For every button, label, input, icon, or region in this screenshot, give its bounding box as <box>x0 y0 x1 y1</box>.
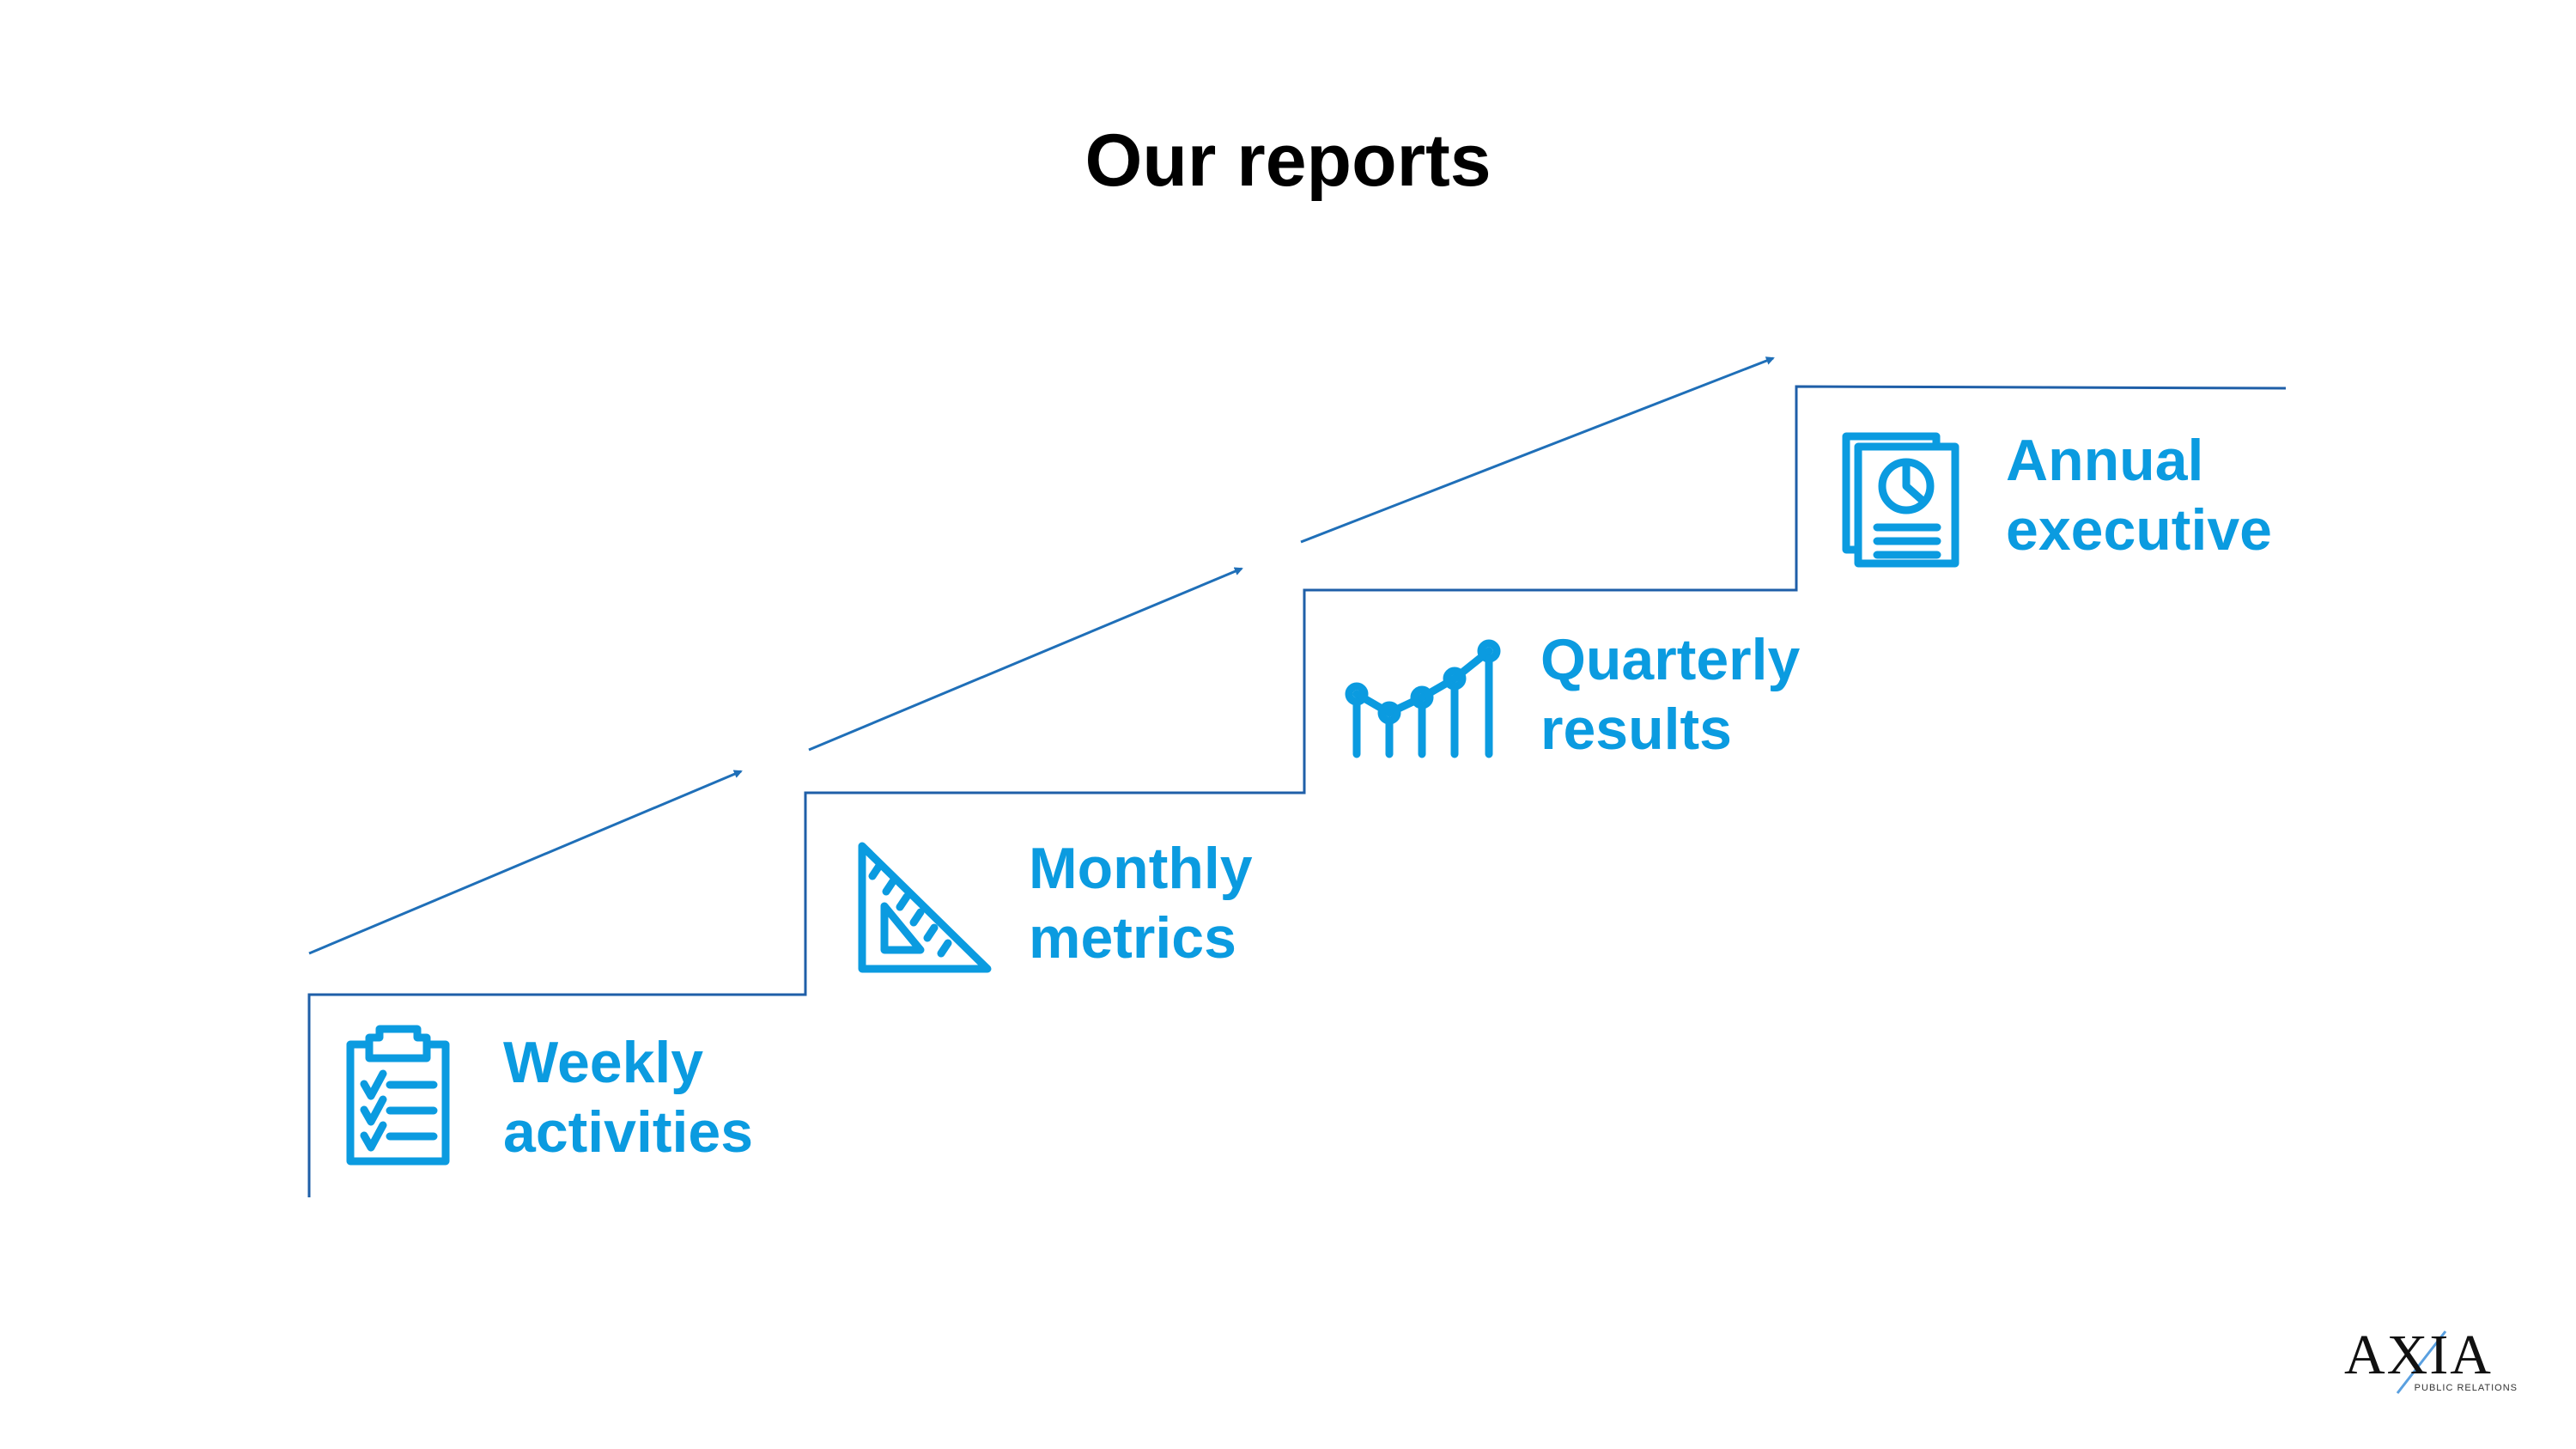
pie-chart-document-icon <box>1842 432 1959 568</box>
step-title: Quarterly <box>1540 627 1801 692</box>
logo-tagline: PUBLIC RELATIONS <box>2414 1383 2518 1393</box>
step-title: Weekly <box>503 1030 704 1095</box>
set-square-ruler-icon <box>858 842 992 973</box>
axia-logo: AXIA PUBLIC RELATIONS <box>2344 1323 2524 1400</box>
step-subtitle: executive <box>2006 497 2272 563</box>
step-quarterly-label: Quarterly results <box>1540 625 1800 764</box>
logo-swoosh-icon <box>2396 1330 2447 1394</box>
step-weekly-label: Weekly activities <box>503 1028 753 1167</box>
growth-arrow-3 <box>1300 356 1775 544</box>
slide-title: Our reports <box>1084 119 1492 202</box>
step-subtitle: results <box>1540 697 1732 762</box>
growth-arrow-1 <box>308 770 743 955</box>
logo-wordmark: AXIA <box>2344 1324 2493 1386</box>
step-subtitle: activities <box>503 1099 754 1165</box>
step-subtitle: metrics <box>1029 905 1236 971</box>
step-annual-label: Annual executive <box>2006 426 2272 565</box>
step-title: Monthly <box>1029 836 1253 901</box>
clipboard-checklist-icon <box>346 1025 450 1166</box>
step-monthly-label: Monthly metrics <box>1029 834 1253 973</box>
step-title: Annual <box>2006 428 2204 493</box>
staircase-line <box>307 385 2287 1197</box>
line-bar-chart-icon <box>1345 639 1501 758</box>
growth-arrow-2 <box>808 567 1243 752</box>
